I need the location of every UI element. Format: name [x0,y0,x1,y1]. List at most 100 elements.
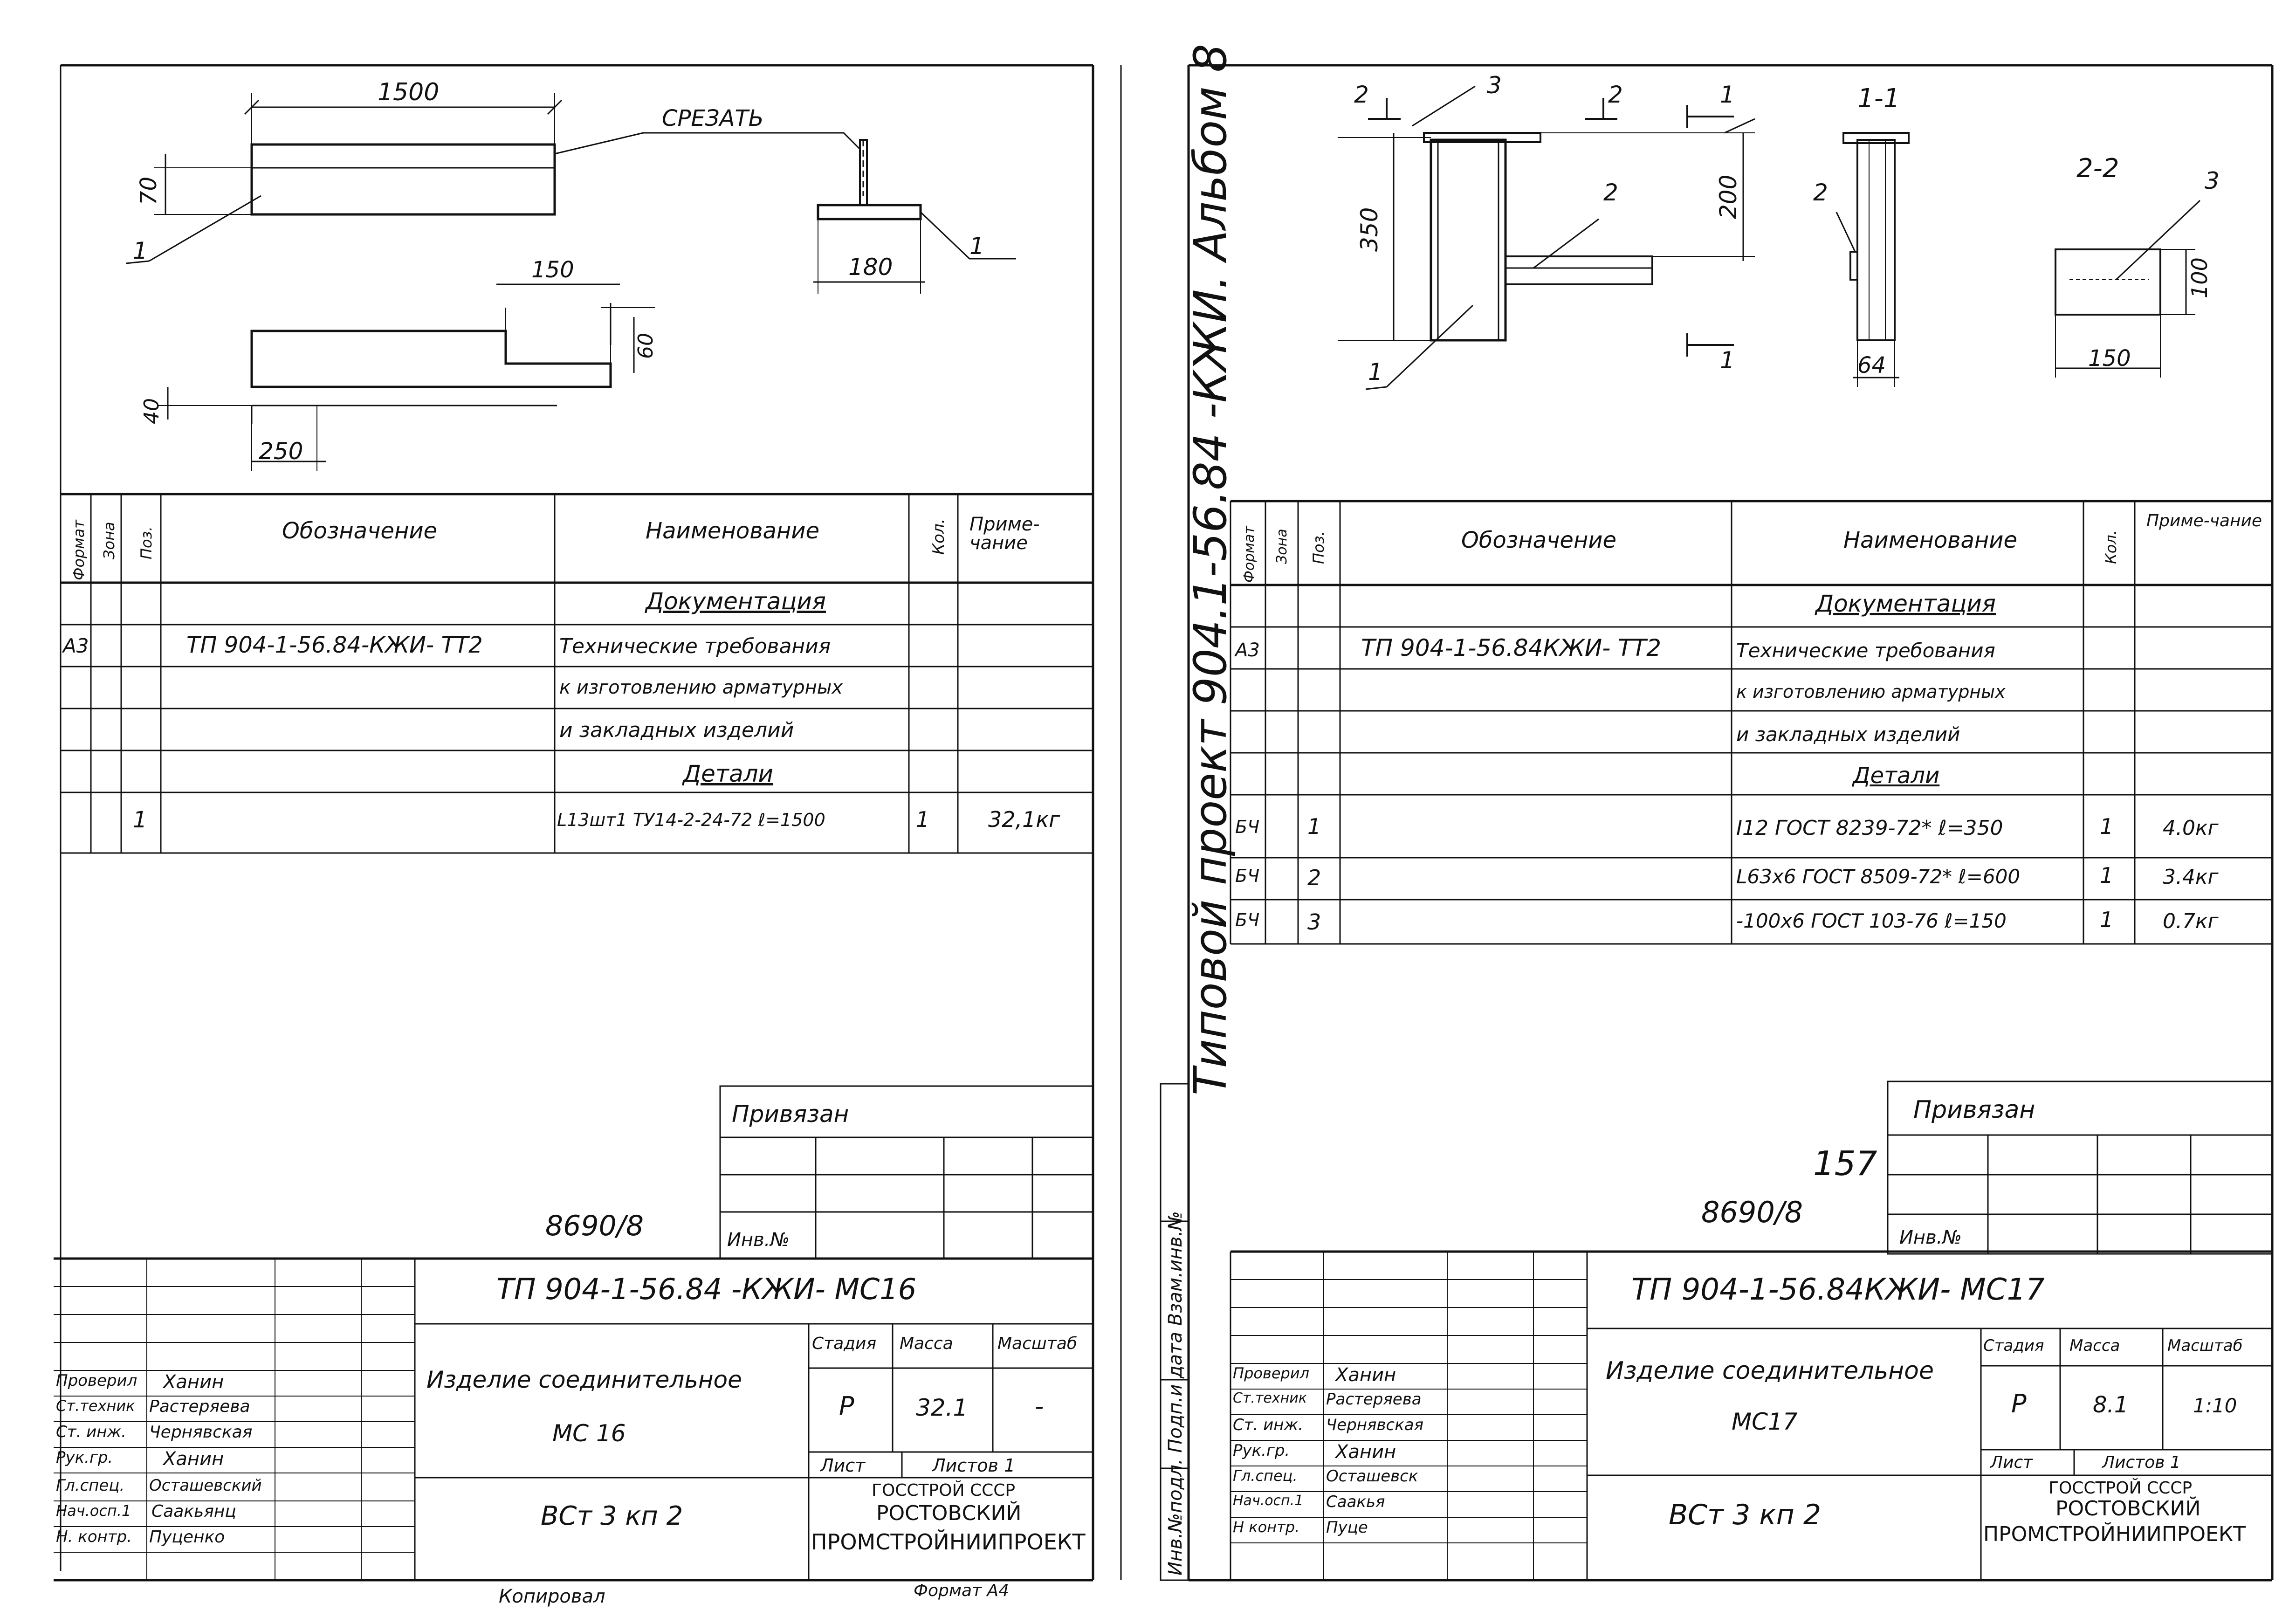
dim-150: 150 [531,257,574,283]
sheet-number: 157 [1813,1144,1877,1183]
person-name: Растеряева [1326,1390,1422,1409]
hdr-designation: Обозначение [282,518,438,544]
person-name: Ханин [163,1371,224,1393]
row-pos: 1 [1307,814,1321,839]
sheet-label: Лист [820,1455,866,1476]
row-format: А3 [1235,640,1260,661]
material: ВСт 3 кп 2 [1669,1499,1822,1531]
row-qty: 1 [2100,907,2114,932]
row-designation: ТП 904-1-56.84-КЖИ- ТТ2 [186,632,483,658]
section-1-1-web [1856,139,1896,341]
sec22-mark-a: 2 [1354,81,1369,108]
row-pos: 1 [133,807,147,833]
role-label: Ст. инж. [1233,1416,1303,1434]
right-spec-grid [1230,500,2272,945]
hdr-format: Формат [70,519,88,580]
row-doc-heading: Документация [1815,590,1996,617]
org-line-3: ПРОМСТРОЙНИИПРОЕКТ [811,1529,1086,1555]
dim-250: 250 [259,438,303,465]
middle-strip-frame [1120,65,1190,1581]
pos-1-leader-b: 1 [969,233,984,260]
hdr-note: Приме-чание [2146,511,2262,530]
pos-1-leader-a: 1 [133,237,148,264]
row-designation: ТП 904-1-56.84КЖИ- ТТ2 [1361,634,1662,661]
stage-value: Р [2011,1389,2027,1418]
role-label: Н контр. [1233,1518,1300,1536]
stage-header: Стадия [812,1334,877,1353]
section-2-2-label: 2-2 [2076,153,2119,184]
product-mark: МС 16 [552,1420,626,1447]
row-name: L13шт1 ТУ14-2-24-72 ℓ=1500 [557,810,825,830]
org-line-1: ГОССТРОЙ СССР [872,1481,1016,1500]
person-name: Растеряева [149,1397,250,1416]
row-name: -100x6 ГОСТ 103-76 ℓ=150 [1736,909,2007,932]
hdr-pos-r: Поз. [1310,531,1327,564]
row-details-heading: Детали [683,760,774,787]
row-name: и закладных изделий [559,718,794,742]
inv-sign-caption: Инв.№подл. Подп.и дата Взам.инв.№ [1165,1211,1186,1576]
product-mark: МС17 [1732,1408,1798,1435]
hdr-note: Приме-чание [969,514,1040,554]
inv-no-label: Инв.№ [727,1229,790,1251]
doc-code: ТП 904-1-56.84 -КЖИ- МС16 [496,1272,917,1306]
left-spec-header-labels: Формат Зона Поз. Кол. [70,519,948,580]
doc-code: ТП 904-1-56.84КЖИ- МС17 [1631,1273,2045,1307]
row-details-heading: Детали [1853,763,1940,789]
right-title-block-grid [1230,1250,2272,1580]
dim-200: 200 [1715,175,1742,219]
dim-180: 180 [848,254,893,281]
dim-64: 64 [1857,352,1886,378]
section-2-2-plate [2055,248,2161,316]
hdr-name: Наименование [1843,527,2018,553]
hdr-zone: Зона [100,522,118,559]
row-note: 0.7кг [2163,909,2219,933]
role-label: Рук.гр. [56,1448,113,1467]
archive-no: 8690/8 [545,1210,644,1242]
dim-150-sec: 150 [2088,345,2131,372]
sheets-label: Листов 1 [2102,1453,2181,1472]
scale-value: - [1035,1391,1044,1421]
person-name: Ханин [1335,1364,1396,1386]
left-drawing-labels: 1500 70 СРЕЗАТЬ 180 1 1 150 60 40 250 [133,78,984,465]
right-sheet-frame [1189,64,2274,1582]
row-format: БЧ [1235,910,1260,930]
sec22-mark-b: 2 [1608,81,1623,108]
notched-plate [250,330,612,388]
left-part-drawing [125,93,1016,471]
stage-value: Р [839,1391,854,1421]
archive-no-r: 8690/8 [1701,1195,1803,1229]
role-label: Нач.осп.1 [1233,1493,1304,1509]
sheet-label: Лист [1990,1453,2033,1472]
hdr-name: Наименование [646,518,820,544]
row-format: БЧ [1235,817,1260,837]
row-qty: 1 [2100,863,2114,888]
dim-1500: 1500 [378,78,439,106]
row-name: Технические требования [1736,639,1995,662]
role-label: Гл.спец. [56,1476,125,1495]
row-name: L63x6 ГОСТ 8509-72* ℓ=600 [1736,865,2021,888]
row-note: 3.4кг [2163,865,2219,889]
format-label: Формат А4 [914,1581,1010,1600]
person-name: Саакья [1326,1493,1385,1511]
role-label: Ст.техник [56,1397,135,1415]
row-pos: 2 [1307,865,1321,890]
dim-350: 350 [1356,207,1383,252]
org-line-3: ПРОМСТРОЙНИИПРОЕКТ [1983,1522,2246,1546]
right-privyazan-grid [1887,1080,2273,1255]
row-name: Технические требования [559,634,831,658]
scale-header: Масштаб [997,1334,1078,1353]
mass-value: 32.1 [916,1394,968,1421]
row-format: БЧ [1235,866,1260,886]
row-name: и закладных изделий [1736,723,1960,746]
person-name: Чернявская [149,1423,253,1442]
row-qty: 1 [916,807,930,832]
person-name: Пуценко [149,1528,225,1547]
product-name: Изделие соединительное [426,1366,742,1393]
row-pos: 3 [1307,909,1321,935]
pos2-leader: 2 [1603,179,1618,206]
middle-strip-labels: Типовой проект 904.1-56.84 -КЖИ. Альбом … [1165,44,1237,1576]
right-drawing-labels: 2 3 2 1 1 350 200 2 1 1-1 2 64 2-2 3 100… [1354,72,2220,385]
left-spec-grid [61,493,1093,854]
dim-100: 100 [2187,257,2212,298]
role-label: Ст.техник [1233,1390,1307,1406]
